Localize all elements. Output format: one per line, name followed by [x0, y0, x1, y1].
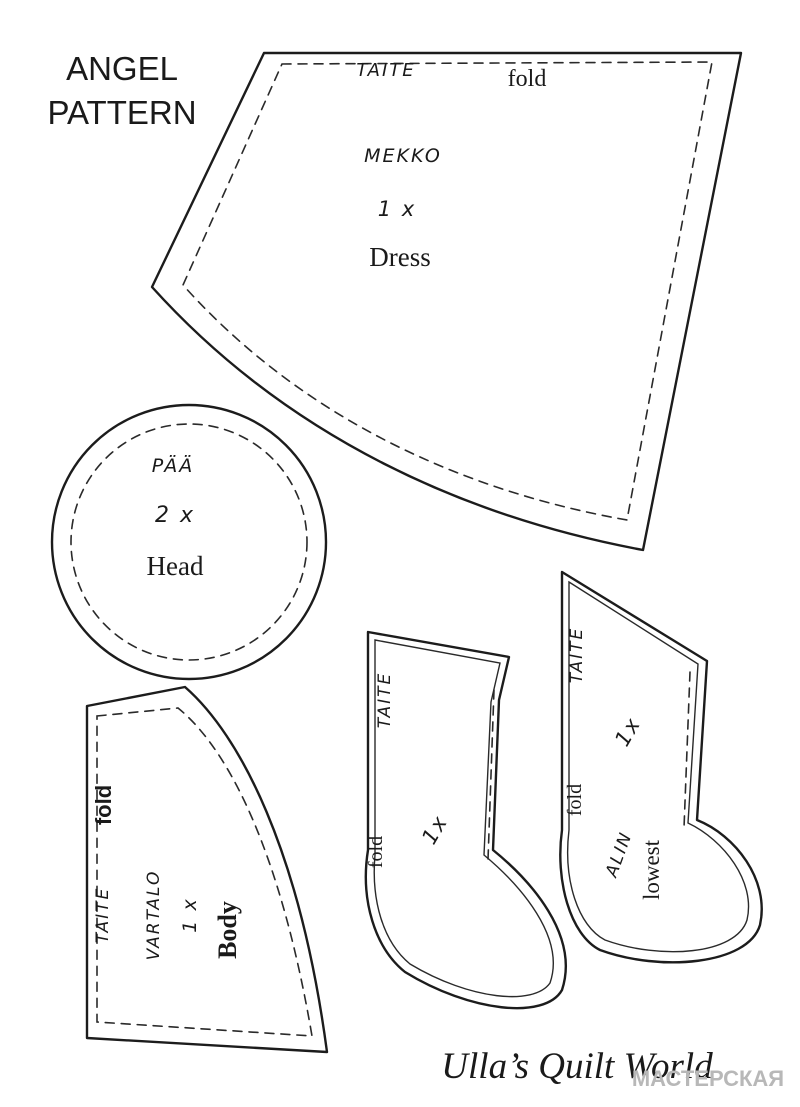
- watermark-logo: МАСТЕРСКАЯ: [632, 1066, 784, 1091]
- head-outline: [50, 403, 328, 681]
- title-line-1: ANGEL: [66, 50, 178, 87]
- head-name-en-label: Head: [147, 551, 204, 581]
- head-count-label: 2 x: [155, 503, 195, 528]
- body-piece: fold TAITE VARTALO 1 x Body: [85, 685, 329, 1054]
- dress-outline: [150, 51, 743, 552]
- leg-lowest-seam-line: [683, 671, 691, 829]
- leg-upper-fold-fi-label: TAITE: [375, 672, 395, 729]
- dress-piece: TAITE fold MEKKO 1 x Dress: [150, 51, 743, 552]
- leg-lowest-inner-outline: [567, 580, 750, 953]
- leg-lowest-piece: TAITE fold 1x ALIN lowest: [559, 570, 763, 964]
- leg-upper-count-label: 1x: [417, 811, 453, 849]
- title-line-2: PATTERN: [47, 94, 196, 131]
- leg-lowest-name-en-label: lowest: [639, 839, 664, 900]
- body-count-label: 1 x: [179, 897, 201, 932]
- dress-name-en-label: Dress: [369, 242, 431, 272]
- body-name-fi-label: VARTALO: [144, 870, 164, 961]
- leg-upper-piece: TAITE fold 1x: [364, 630, 567, 1010]
- dress-name-fi-label: MEKKO: [364, 145, 442, 167]
- leg-lowest-count-label: 1x: [610, 713, 646, 751]
- leg-upper-outline: [364, 630, 567, 1010]
- dress-fold-fi-label: TAITE: [356, 60, 415, 81]
- leg-upper-fold-en-label: fold: [365, 836, 387, 868]
- leg-lowest-fold-fi-label: TAITE: [567, 627, 587, 684]
- dress-count-label: 1 x: [378, 197, 416, 221]
- body-fold-fi-label: TAITE: [93, 887, 113, 944]
- head-piece: PÄÄ 2 x Head: [50, 403, 328, 681]
- dress-fold-en-label: fold: [508, 66, 547, 92]
- leg-upper-inner-outline: [373, 639, 554, 998]
- body-name-en-label: Body: [213, 901, 242, 959]
- leg-lowest-name-fi-label: ALIN: [602, 829, 637, 881]
- dress-seam-line: [182, 61, 713, 521]
- footer-credit: Ulla’s Quilt World: [441, 1046, 713, 1087]
- leg-lowest-outline: [559, 570, 763, 964]
- leg-lowest-fold-en-label: fold: [564, 784, 586, 816]
- head-seam-line: [70, 423, 308, 661]
- body-outline: [85, 685, 329, 1054]
- head-name-fi-label: PÄÄ: [152, 454, 195, 477]
- leg-upper-seam-line: [487, 689, 495, 861]
- body-fold-en-label: fold: [91, 785, 116, 825]
- body-seam-line: [96, 707, 313, 1037]
